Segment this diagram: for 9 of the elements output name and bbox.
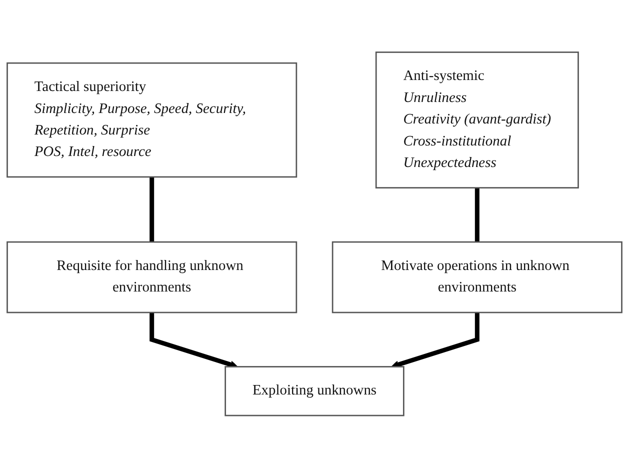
node-box: Motivate operations in unknown environments — [332, 241, 622, 314]
node-box: Tactical superiority Simplicity, Purpose, Speed, Security, Repetition, Surprise POS, Intel, resource — [6, 62, 298, 178]
connector — [474, 188, 480, 242]
node-box: Anti-systemic Unruliness Creativity (avant-gardist) Cross-institutional Unexpectedness — [375, 52, 579, 189]
arrow — [150, 312, 238, 368]
node-box: Requisite for handling unknown environments — [6, 241, 298, 314]
node-box: Exploiting unknowns — [224, 366, 404, 416]
connector — [150, 177, 154, 242]
arrow — [391, 312, 480, 368]
